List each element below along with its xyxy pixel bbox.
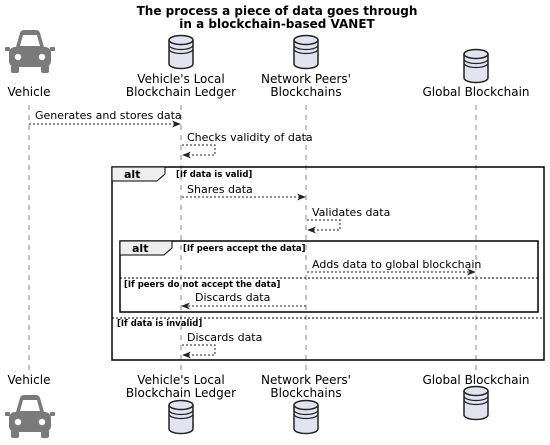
- alt-fragment-inner: [119, 240, 539, 313]
- participant-local-bottom-line-1: Vehicle's Local: [137, 373, 224, 387]
- participant-peers-bottom-line-1: Network Peers': [261, 373, 351, 387]
- participant-local-bottom-line-2: Blockchain Ledger: [126, 386, 236, 400]
- guard-condition: [If data is valid]: [176, 170, 252, 180]
- car-icon: [5, 395, 55, 438]
- self-message-arrow: [307, 219, 341, 234]
- self-message-arrow: [182, 344, 216, 359]
- car-icon: [5, 30, 55, 73]
- participant-vehicle-top: Vehicle: [8, 85, 51, 99]
- message-label: Shares data: [187, 183, 253, 196]
- participant-global-bottom: Global Blockchain: [422, 373, 529, 387]
- guard-condition: [If data is invalid]: [117, 319, 202, 329]
- database-icon: [293, 34, 319, 70]
- participant-local-top-line-1: Vehicle's Local: [137, 72, 224, 86]
- message-label: Validates data: [312, 206, 390, 219]
- participant-peers-bottom-line-2: Blockchains: [270, 386, 341, 400]
- participant-vehicle-bottom: Vehicle: [8, 373, 51, 387]
- message-label: Discards data: [187, 331, 262, 344]
- fragment-keyword: alt: [132, 242, 148, 255]
- fragment-tab: [111, 166, 166, 182]
- message-label: Adds data to global blockchain: [312, 258, 481, 271]
- guard-condition: [If peers accept the data]: [183, 244, 306, 254]
- diagram-title-line-2: in a blockchain-based VANET: [179, 17, 375, 31]
- participant-peers-top-line-2: Blockchains: [270, 85, 341, 99]
- guard-condition: [If peers do not accept the data]: [124, 280, 280, 290]
- diagram-title-line-1: The process a piece of data goes through: [137, 4, 418, 18]
- fragment-keyword: alt: [124, 168, 140, 181]
- database-icon: [463, 385, 489, 421]
- participant-peers-top-line-1: Network Peers': [261, 72, 351, 86]
- message-label: Discards data: [195, 291, 270, 304]
- alt-fragment-outer: [111, 166, 545, 361]
- message-label: Checks validity of data: [187, 131, 313, 144]
- self-message-arrow: [182, 144, 216, 159]
- fragment-tab: [119, 240, 173, 256]
- database-icon: [168, 399, 194, 435]
- database-icon: [293, 399, 319, 435]
- participant-global-top: Global Blockchain: [422, 85, 529, 99]
- message-label: Generates and stores data: [35, 109, 182, 122]
- database-icon: [168, 34, 194, 70]
- participant-local-top-line-2: Blockchain Ledger: [126, 85, 236, 99]
- database-icon: [463, 48, 489, 84]
